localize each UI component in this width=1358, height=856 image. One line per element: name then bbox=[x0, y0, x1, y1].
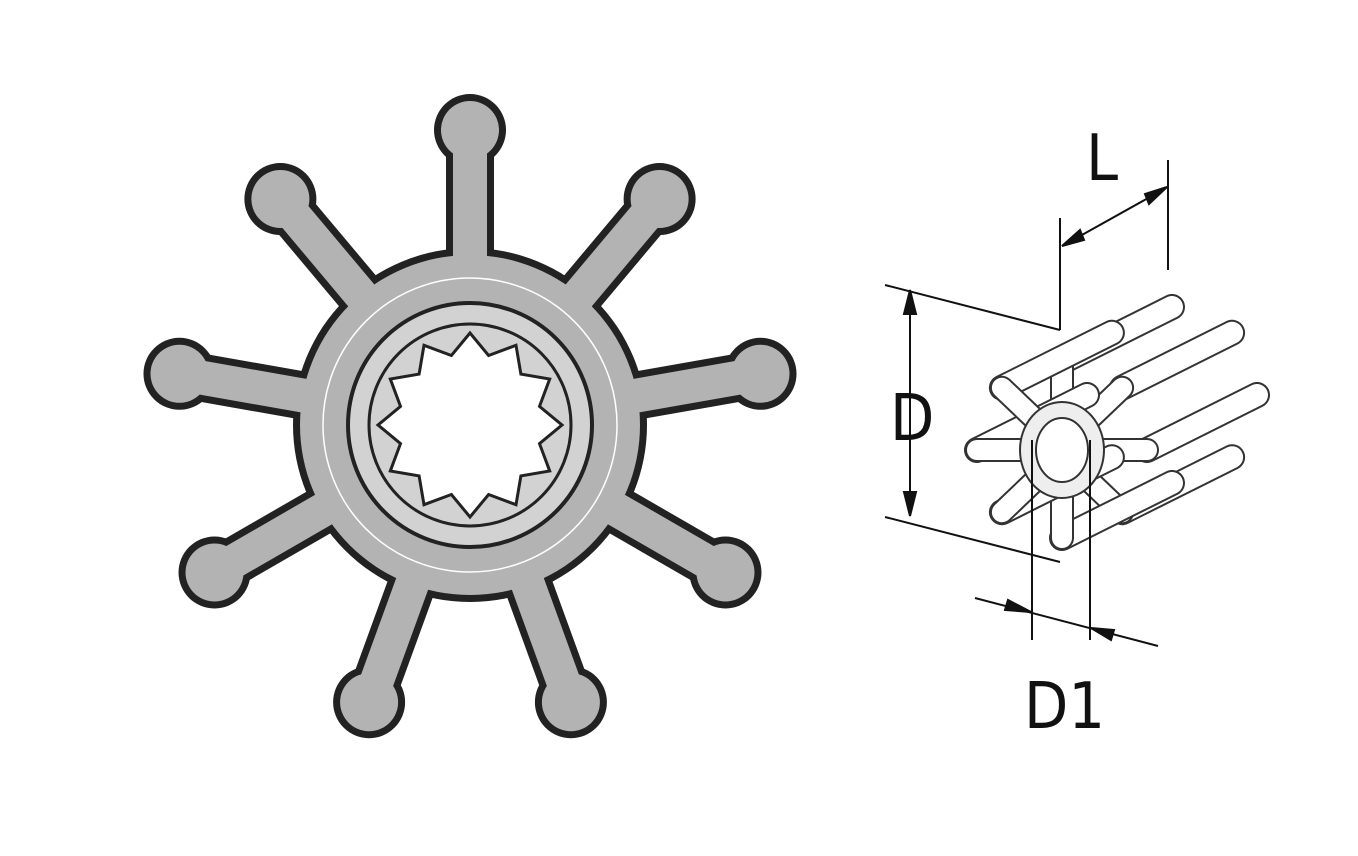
blade-tip bbox=[630, 170, 689, 229]
side-vane bbox=[1051, 472, 1183, 549]
blade-tip bbox=[150, 344, 209, 403]
hub-edge bbox=[322, 277, 618, 573]
side-bore bbox=[1035, 417, 1089, 483]
blade-tip bbox=[731, 344, 790, 403]
impeller-side-view bbox=[964, 294, 1270, 551]
side-vane-root bbox=[991, 471, 1044, 523]
dimension-lines bbox=[884, 160, 1169, 647]
splined-bore bbox=[375, 330, 565, 520]
side-vane bbox=[1111, 321, 1244, 399]
label-length: L bbox=[1086, 122, 1118, 196]
side-vane-root bbox=[991, 377, 1044, 429]
blade-tip bbox=[696, 543, 755, 602]
blade-tip bbox=[441, 101, 499, 159]
blade-tip bbox=[251, 170, 310, 229]
side-vane bbox=[990, 321, 1123, 399]
side-vane bbox=[1136, 384, 1268, 461]
blade-tip bbox=[340, 673, 399, 732]
label-shaft-diameter: D1 bbox=[1024, 670, 1105, 744]
label-diameter: D bbox=[890, 382, 934, 456]
blade-tip bbox=[541, 673, 600, 732]
impeller-front-view bbox=[143, 94, 797, 739]
blade-tip bbox=[185, 543, 244, 602]
side-vane-root bbox=[1080, 377, 1133, 429]
